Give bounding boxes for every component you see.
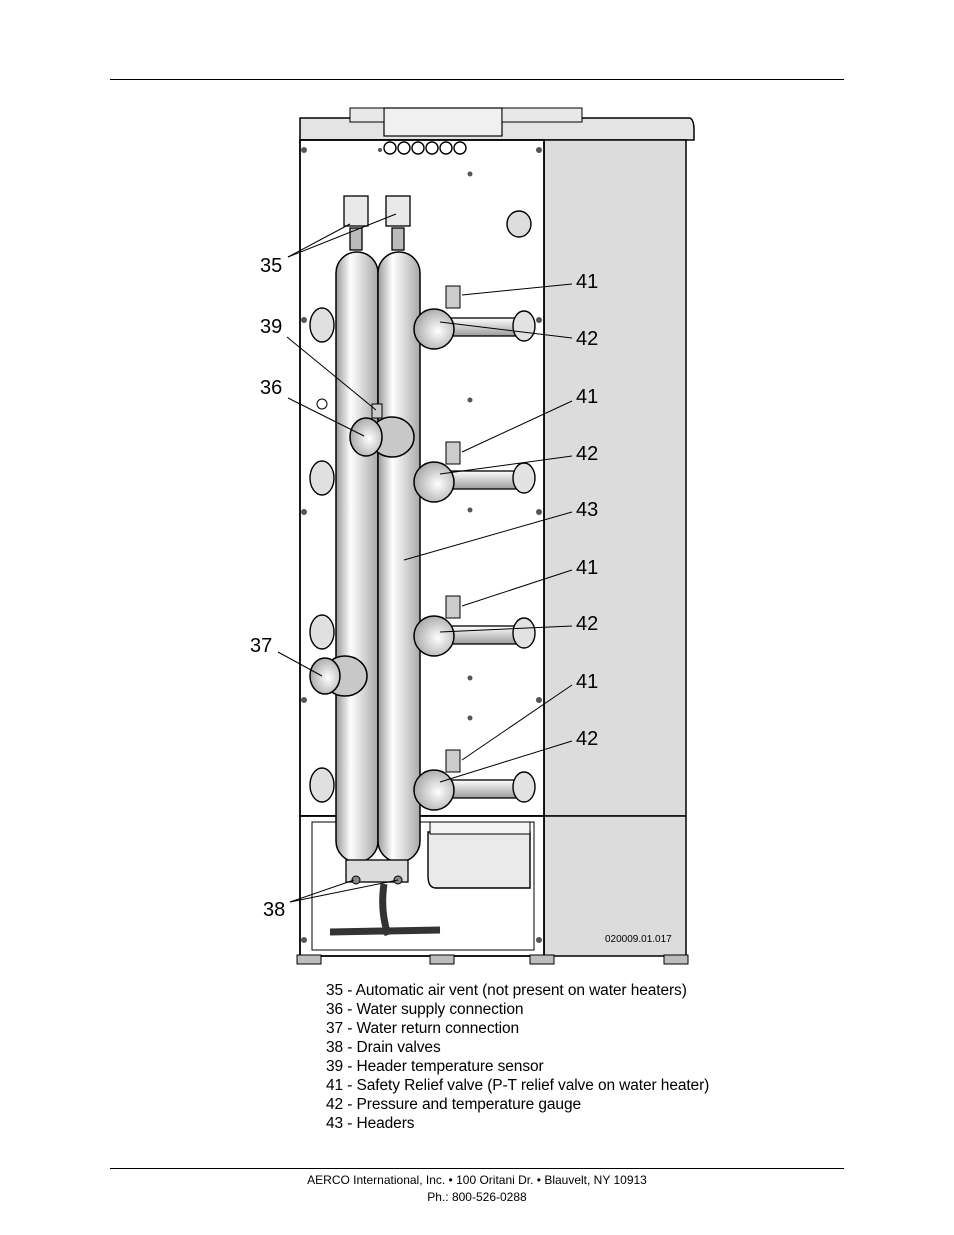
callout-37: 37 (250, 635, 272, 657)
callout-35: 35 (260, 255, 282, 277)
legend-item: 35 - Automatic air vent (not present on … (326, 982, 687, 999)
callout-41: 41 (576, 557, 598, 579)
header-rule (110, 79, 844, 80)
callout-42: 42 (576, 613, 598, 635)
callout-41: 41 (576, 671, 598, 693)
callout-39: 39 (260, 316, 282, 338)
outlet-row-4 (413, 749, 536, 811)
callout-41: 41 (576, 386, 598, 408)
callout-42: 42 (576, 328, 598, 350)
callout-38: 38 (263, 899, 285, 921)
heater-rear-view-diagram: 35 39 36 37 38 41 42 41 42 43 41 42 41 4… (250, 107, 695, 965)
legend-item: 43 - Headers (326, 1115, 415, 1132)
callout-41: 41 (576, 271, 598, 293)
outlet-row-1 (413, 285, 536, 350)
figure-legend: 35 - Automatic air vent (not present on … (326, 981, 709, 1133)
callout-42: 42 (576, 443, 598, 465)
top-control-box (383, 107, 503, 137)
footer-phone: Ph.: 800-526-0288 (427, 1190, 527, 1204)
callout-42: 42 (576, 728, 598, 750)
legend-item: 37 - Water return connection (326, 1020, 520, 1037)
drawing-number: 020009.01.017 (605, 934, 672, 945)
legend-item: 38 - Drain valves (326, 1039, 441, 1056)
legend-item: 42 - Pressure and temperature gauge (326, 1096, 581, 1113)
outlet-row-2 (413, 441, 536, 503)
legend-item: 41 - Safety Relief valve (P-T relief val… (326, 1077, 710, 1094)
callout-43: 43 (576, 499, 598, 521)
header-tube-left (335, 251, 379, 863)
legend-item: 36 - Water supply connection (326, 1001, 524, 1018)
legend-item: 39 - Header temperature sensor (326, 1058, 544, 1075)
footer-rule (110, 1168, 844, 1169)
cabinet-side-panel (543, 139, 687, 817)
callout-36: 36 (260, 377, 282, 399)
footer-address: AERCO International, Inc. • 100 Oritani … (307, 1173, 647, 1187)
